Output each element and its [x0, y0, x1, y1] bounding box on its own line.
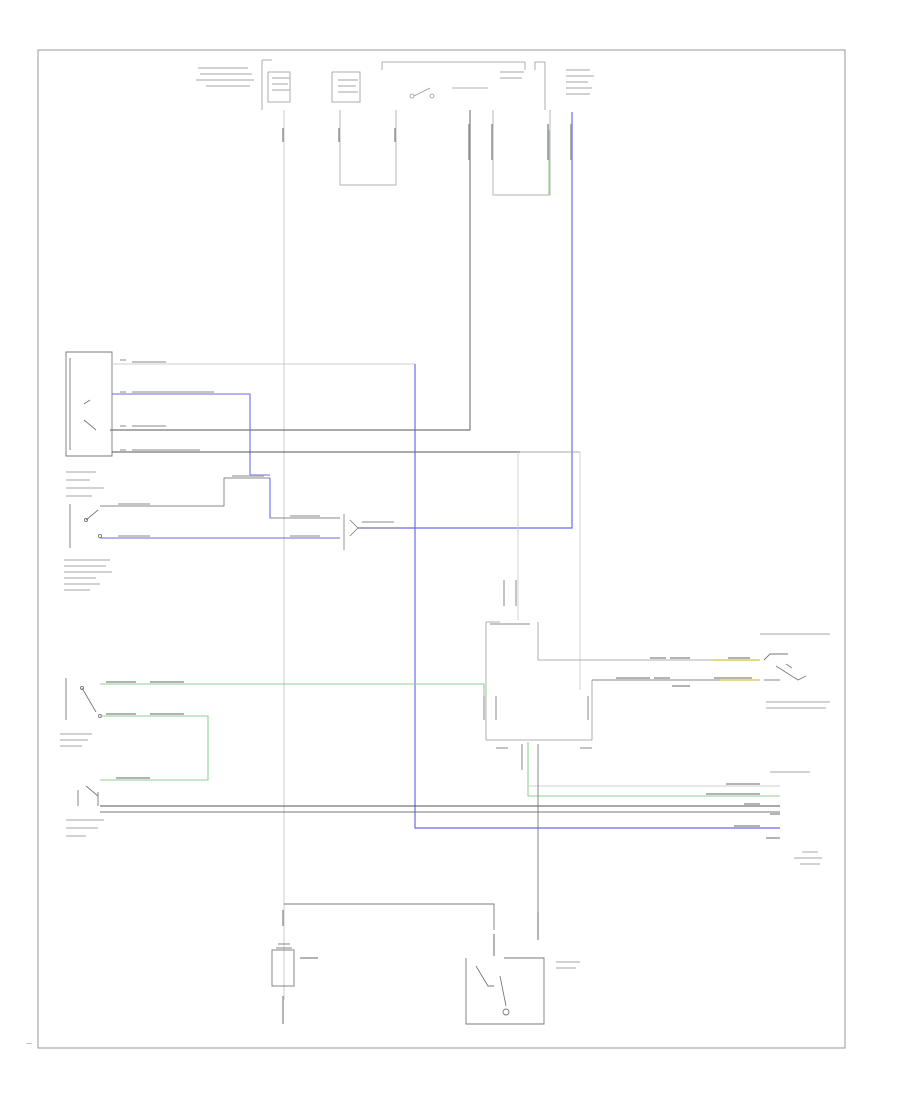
left-label-ticks: [60, 471, 112, 837]
right-wire-tags: [616, 657, 752, 687]
hazard-switch: [77, 785, 99, 806]
neutral-switch-wires: [100, 683, 485, 781]
neutral-switch: [65, 678, 103, 720]
fuse-box-middle: [331, 71, 361, 103]
control-unit-tags: [483, 580, 592, 770]
upper-switch-wires: [112, 363, 780, 829]
control-unit-box: [485, 621, 760, 741]
footer-code: —: [26, 1040, 32, 1047]
right-sensor: [763, 653, 807, 681]
starter-labels: [556, 961, 580, 969]
battery-box: [271, 949, 295, 987]
top-connector-group: [261, 59, 546, 110]
neutral-wire-tags: [106, 681, 184, 779]
bottom-bus-tags: [706, 783, 780, 839]
buckle-switch: [69, 504, 103, 548]
middle-wire-tags: [118, 475, 394, 537]
middle-relay: [343, 514, 400, 550]
top-vertical-wires: [110, 110, 573, 1000]
diagram-frame: [37, 49, 846, 1049]
upper-wire-tags: [120, 359, 214, 451]
bottom-bus-wires: [100, 742, 780, 813]
belt-switch-block: [65, 351, 113, 457]
top-label-ticks: [196, 67, 594, 95]
middle-switch-wires: [100, 474, 340, 539]
starter-relay: [465, 770, 545, 1025]
fuse-box-left: [267, 71, 291, 103]
right-side-wires: [592, 659, 760, 681]
battery-area: [271, 903, 495, 987]
right-label-ticks: [760, 633, 830, 865]
vertical-wire-labels: [282, 124, 572, 160]
battery-tags: [282, 910, 539, 1024]
